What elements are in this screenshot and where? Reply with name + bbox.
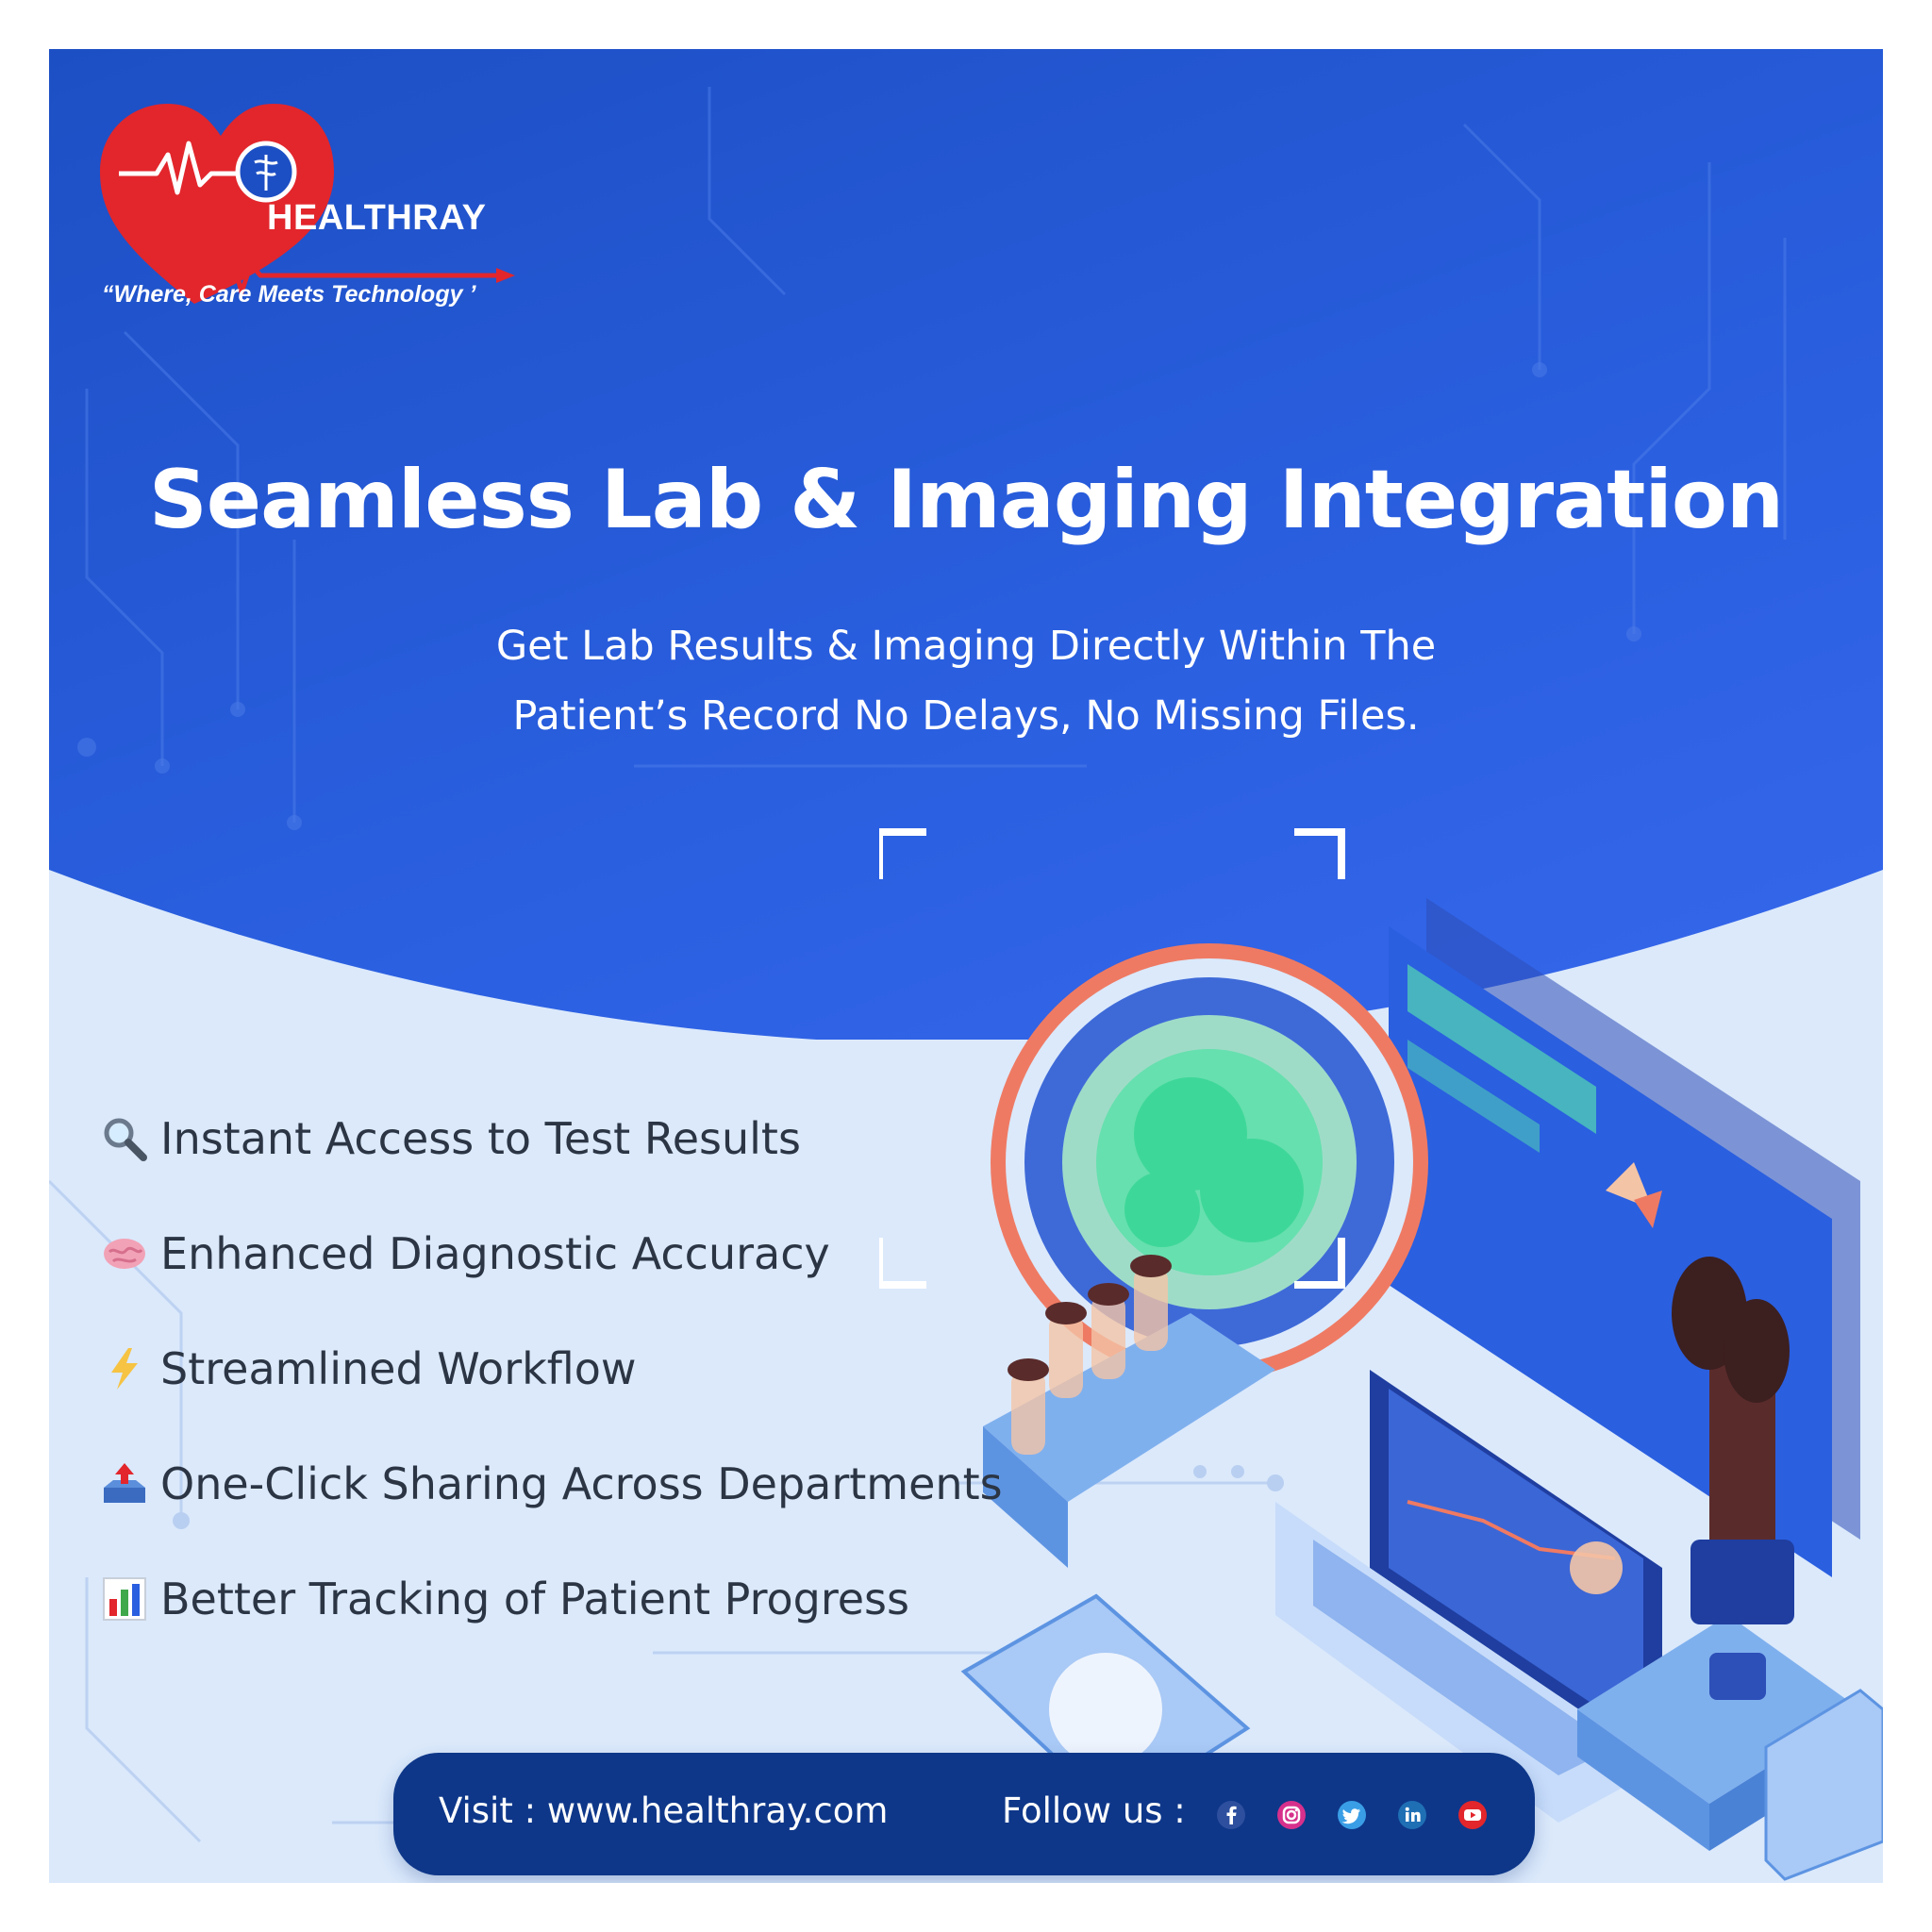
instagram-icon[interactable] bbox=[1276, 1800, 1307, 1830]
brand-tagline: “Where, Care Meets Technology ’ bbox=[102, 281, 476, 308]
top-blue-band bbox=[49, 49, 1883, 1040]
brand-name: HEALTHRAY bbox=[267, 198, 487, 238]
footer-bar: Visit : www.healthray.com Follow us : bbox=[393, 1753, 1535, 1875]
brain-icon bbox=[104, 1239, 145, 1269]
outbox-tray-icon bbox=[104, 1463, 145, 1503]
feature-item: Streamlined Workflow bbox=[100, 1336, 1138, 1402]
linkedin-icon[interactable] bbox=[1397, 1800, 1427, 1830]
feature-label: Enhanced Diagnostic Accuracy bbox=[160, 1228, 830, 1279]
feature-item: Better Tracking of Patient Progress bbox=[100, 1566, 1138, 1632]
feature-item: Instant Access to Test Results bbox=[100, 1106, 1138, 1172]
poster-card: HEALTHRAY “Where, Care Meets Technology … bbox=[49, 49, 1883, 1883]
twitter-icon[interactable] bbox=[1337, 1800, 1367, 1830]
subheadline-line-1: Get Lab Results & Imaging Directly Withi… bbox=[495, 623, 1437, 670]
subheadline-line-2: Patient’s Record No Delays, No Missing F… bbox=[512, 692, 1420, 740]
healthray-logo bbox=[100, 104, 515, 304]
facebook-icon[interactable] bbox=[1216, 1800, 1246, 1830]
lightning-icon bbox=[111, 1348, 138, 1390]
feature-label: Instant Access to Test Results bbox=[160, 1113, 801, 1164]
follow-us-label: Follow us : bbox=[1002, 1790, 1186, 1831]
feature-item: One-Click Sharing Across Departments bbox=[100, 1451, 1138, 1517]
page-headline: Seamless Lab & Imaging Integration bbox=[148, 453, 1784, 547]
youtube-icon[interactable] bbox=[1457, 1800, 1488, 1830]
feature-item: Enhanced Diagnostic Accuracy bbox=[100, 1221, 1138, 1287]
feature-label: Better Tracking of Patient Progress bbox=[160, 1574, 909, 1624]
lab-illustration bbox=[879, 828, 1883, 1881]
feature-label: Streamlined Workflow bbox=[160, 1343, 637, 1394]
feature-label: One-Click Sharing Across Departments bbox=[160, 1458, 1003, 1509]
subheadline: Get Lab Results & Imaging Directly Withi… bbox=[332, 611, 1600, 751]
bar-chart-icon bbox=[103, 1577, 146, 1621]
website-link[interactable]: Visit : www.healthray.com bbox=[439, 1790, 889, 1831]
magnifier-icon bbox=[104, 1118, 147, 1161]
